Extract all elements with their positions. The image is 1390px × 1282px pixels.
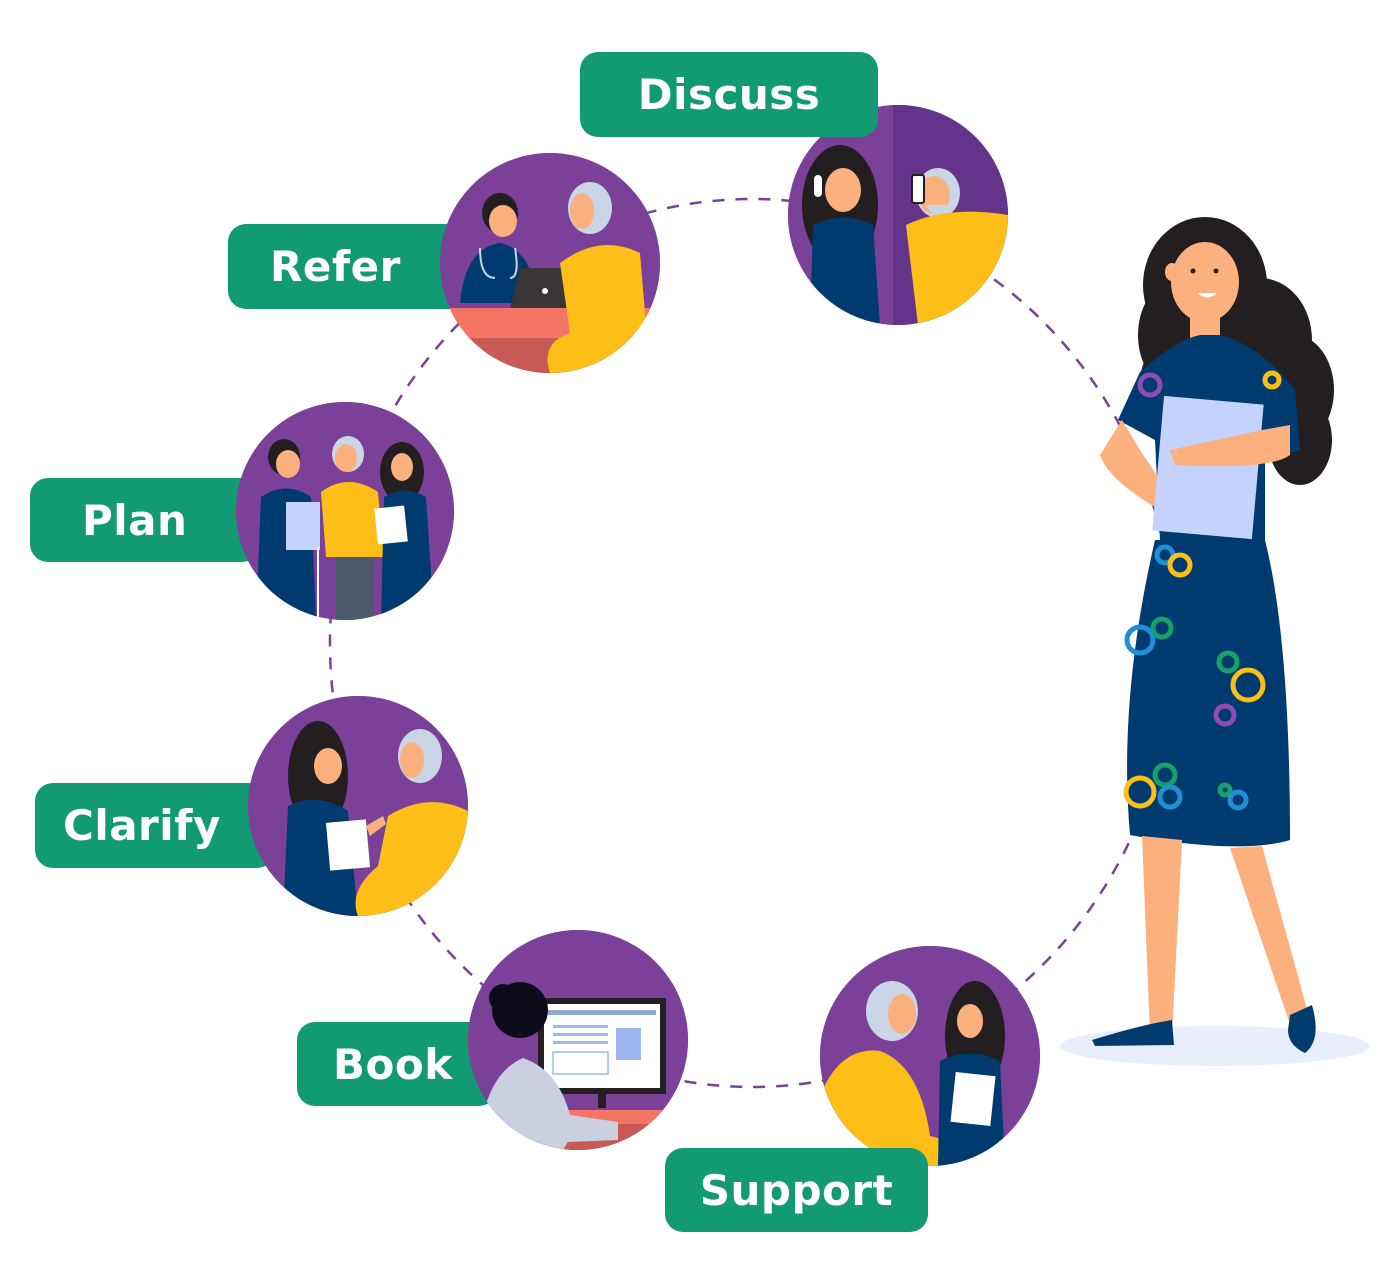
plan-scene-illustration <box>236 402 454 620</box>
refer-scene-illustration <box>440 153 660 373</box>
step-circle-discuss[interactable] <box>788 105 1008 325</box>
face <box>1171 242 1239 322</box>
step-circle-plan[interactable] <box>236 402 454 620</box>
step-label-refer[interactable]: Refer <box>228 224 478 309</box>
shoe-left <box>1092 1020 1174 1046</box>
step-circle-clarify[interactable] <box>248 696 468 916</box>
step-label-text: Book <box>333 1039 453 1089</box>
step-label-text: Plan <box>82 495 188 545</box>
skirt <box>1127 540 1290 847</box>
step-label-text: Refer <box>270 242 401 291</box>
dress-pattern <box>1123 370 1282 811</box>
step-circle-book[interactable] <box>468 930 688 1150</box>
step-label-book[interactable]: Book <box>297 1022 497 1106</box>
discuss-scene-illustration <box>788 105 1008 325</box>
floor-shadow <box>1060 1026 1370 1066</box>
shoe-right <box>1288 1005 1316 1053</box>
step-label-text: Clarify <box>63 801 221 850</box>
step-label-discuss[interactable]: Discuss <box>580 52 878 137</box>
step-label-clarify[interactable]: Clarify <box>35 783 275 868</box>
clipboard <box>1152 395 1264 540</box>
book-scene-illustration <box>468 930 688 1150</box>
support-scene-illustration <box>820 946 1040 1166</box>
step-label-plan[interactable]: Plan <box>30 478 260 562</box>
step-label-text: Discuss <box>637 70 821 119</box>
step-label-text: Support <box>699 1165 894 1215</box>
step-circle-support[interactable] <box>820 946 1040 1166</box>
step-circle-refer[interactable] <box>440 153 660 373</box>
step-label-support[interactable]: Support <box>665 1148 928 1232</box>
clarify-scene-illustration <box>248 696 468 916</box>
